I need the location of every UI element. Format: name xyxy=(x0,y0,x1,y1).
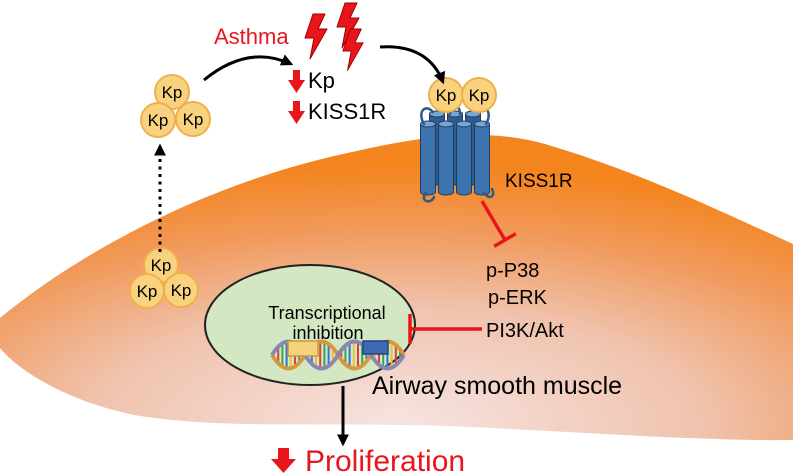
airway-smooth-muscle-cell xyxy=(0,134,793,441)
helix-cap xyxy=(438,120,454,128)
nucleus-text-line-2: inhibition xyxy=(292,323,363,343)
nucleus-text-line-1: Transcriptional xyxy=(268,303,385,323)
kisspeptin-circle xyxy=(163,272,199,308)
kisspeptin-label: Kp xyxy=(137,282,158,301)
kisspeptin-circle xyxy=(461,77,497,113)
receptor-tail xyxy=(422,191,436,203)
red-down-arrow-icon xyxy=(288,101,305,124)
inhibition-line xyxy=(480,200,507,241)
transmembrane-helix xyxy=(474,120,490,196)
transcription-inhibition-arrow xyxy=(408,314,482,344)
kisspeptin-label: Kp xyxy=(436,86,457,105)
receptor-helices xyxy=(420,110,490,196)
helix-body xyxy=(420,123,436,196)
helix-cap xyxy=(456,120,472,128)
effect-kiss1r-label: KISS1R xyxy=(308,99,386,124)
transmembrane-helix xyxy=(456,120,472,196)
lightning-bolt-icon xyxy=(342,28,364,71)
helix-body xyxy=(474,123,490,196)
kiss1r-receptor xyxy=(420,105,495,203)
signal-p-erk: p-ERK xyxy=(488,287,548,309)
transmembrane-helix xyxy=(420,120,436,196)
kisspeptin-circle xyxy=(175,101,211,137)
intracellular-kp-cluster: Kp Kp Kp xyxy=(129,247,199,309)
extracellular-kp-cluster: Kp Kp Kp xyxy=(140,74,211,138)
helix-body xyxy=(456,123,472,196)
receptor-tail xyxy=(482,187,495,199)
inhibition-bar xyxy=(493,232,517,248)
kisspeptin-label: Kp xyxy=(148,111,169,130)
signal-pi3k-akt: PI3K/Akt xyxy=(486,320,564,342)
lightning-bolt-icons xyxy=(304,2,364,71)
effect-kp-label: Kp xyxy=(308,68,335,93)
kisspeptin-label: Kp xyxy=(171,281,192,300)
nucleus: Transcriptional inhibition xyxy=(204,264,416,386)
kisspeptin-label: Kp xyxy=(162,83,183,102)
kisspeptin-circle xyxy=(140,102,176,138)
asthma-label: Asthma xyxy=(214,24,289,49)
proliferation-label: Proliferation xyxy=(305,445,465,474)
signal-p-p38: p-P38 xyxy=(486,260,539,282)
dna-helix-icon xyxy=(270,339,406,371)
kisspeptin-label: Kp xyxy=(183,110,204,129)
red-down-arrow-icon xyxy=(271,448,296,473)
transmembrane-helix xyxy=(438,120,454,196)
secretion-arrow xyxy=(203,54,294,82)
lightning-bolt-icon xyxy=(304,13,328,60)
cell-label: Airway smooth muscle xyxy=(372,372,622,400)
receptor-inhibition-arrow xyxy=(480,200,517,248)
helix-body xyxy=(438,123,454,196)
gene-box-yellow xyxy=(287,340,319,357)
receptor-loop xyxy=(420,107,435,126)
gene-box-blue xyxy=(362,340,389,355)
kisspeptin-molecule: Kp xyxy=(461,77,497,113)
kisspeptin-label: Kp xyxy=(469,86,490,105)
red-down-arrow-icon xyxy=(288,70,305,93)
kisspeptin-molecule: Kp xyxy=(428,77,464,113)
kisspeptin-label: Kp xyxy=(151,256,172,275)
receptor-label: KISS1R xyxy=(505,171,573,192)
binding-arrow xyxy=(379,45,446,85)
